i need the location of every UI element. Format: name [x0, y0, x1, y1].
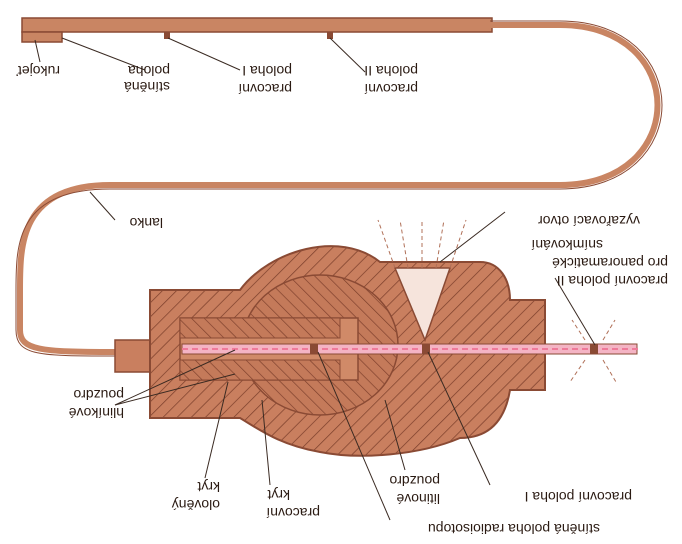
- label-pouzdro-litinove-1: pouzdro: [389, 473, 440, 489]
- label-pracovni-poloha-II-1: pracovní poloha II: [557, 273, 668, 289]
- label-kryt-pracovni-2: pracovní: [266, 505, 320, 521]
- label-pracovni-poloha-II-2: pro panoramatické: [552, 255, 668, 271]
- cable-outline: [15, 20, 663, 357]
- cable: [17, 22, 661, 355]
- label-kryt-pracovni-1: kryt: [267, 487, 290, 503]
- label-stinena-poloha: stíněná poloha radioisotopu: [428, 521, 600, 537]
- label-lanko: lanko: [129, 215, 163, 231]
- label-pouzdro-litinove-2: litinové: [396, 491, 440, 507]
- label-pracovni-poloha-I: pracovní poloha I: [525, 489, 632, 505]
- label-vyzarovaci-otvor: vyzařovací otvor: [538, 213, 640, 229]
- label-poloha-stinena-2: stíněná: [124, 79, 170, 95]
- radiation-rays: [377, 219, 617, 383]
- labels: rukojeť poloha stíněná poloha I pracovní…: [16, 63, 668, 537]
- container-body: [114, 245, 640, 457]
- label-pouzdro-hlinikove-2: hliníkové: [69, 405, 124, 421]
- label-kryt-oloveny-2: olověný: [172, 497, 220, 513]
- label-poloha-pracovni-II-2: pracovní: [364, 81, 418, 97]
- control-rod: [21, 17, 493, 43]
- label-pouzdro-hlinikove-1: pouzdro: [73, 387, 124, 403]
- label-poloha-pracovni-II-1: poloha II: [364, 63, 418, 79]
- label-kryt-oloveny-1: kryt: [197, 479, 220, 495]
- label-pracovni-poloha-II-3: snímkování: [531, 237, 603, 253]
- label-rukojet: rukojeť: [16, 63, 60, 79]
- label-poloha-stinena-1: poloha: [128, 63, 170, 79]
- leader-lines: [34, 37, 596, 521]
- label-poloha-pracovni-I-1: poloha I: [242, 63, 292, 79]
- label-poloha-pracovni-I-2: pracovní: [238, 81, 292, 97]
